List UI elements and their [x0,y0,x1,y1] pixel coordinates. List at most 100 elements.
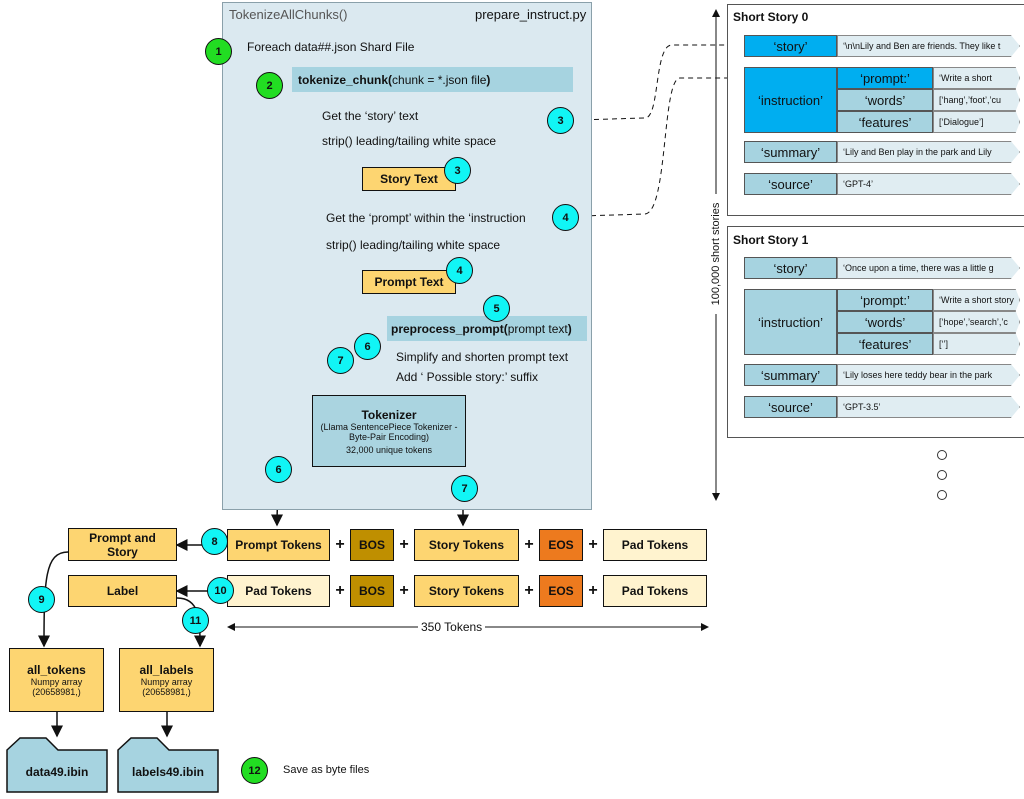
row1-story-tokens: Story Tokens [414,529,519,561]
story-0-features-value: [‘Dialogue’] [933,111,1020,133]
story-1-story-key: ‘story’ [744,257,837,279]
story-0-instruction-key: ‘instruction’ [744,67,837,133]
plus-sign: + [524,536,534,553]
story-1-summary-key: ‘summary’ [744,364,837,386]
plus-sign: + [399,536,409,553]
step-badge-11: 11 [182,607,209,634]
get-story-text: Get the ‘story’ text [322,109,419,123]
story-1-words-value: [‘hope’,’search’,’c [933,311,1020,333]
step-badge-6: 6 [354,333,381,360]
data-file-name: data49.ibin [25,764,89,779]
all-labels-type: Numpy array [140,677,193,687]
story-0-source-key: ‘source’ [744,173,837,195]
token-span-label: 350 Tokens [418,620,486,634]
prompt-and-story-box: Prompt and Story [68,528,177,561]
foreach-text: Foreach data##.json Shard File [247,40,415,54]
all-tokens-shape: (20658981,) [32,687,81,697]
all-tokens-title: all_tokens [27,663,86,677]
all-tokens-type: Numpy array [30,677,83,687]
tokenizer-line3: 32,000 unique tokens [345,444,433,455]
tokenizer-line1: (Llama SentencePiece Tokenizer - [320,421,458,432]
data-file-icon [6,737,108,793]
step-badge-1: 1 [205,38,232,65]
row2-bos: BOS [350,575,394,607]
step-badge-7: 7 [327,347,354,374]
story-1-features-key: ‘features’ [837,333,933,355]
tokenizer-title: Tokenizer [361,407,417,422]
step-badge-10: 10 [207,577,234,604]
row1-eos: EOS [539,529,583,561]
prompt-and-story-line1: Prompt and [89,530,156,545]
all-labels-shape: (20658981,) [142,687,191,697]
plus-sign: + [399,582,409,599]
story-1-source-value: ‘GPT-3.5’ [837,396,1020,418]
row1-bos: BOS [350,529,394,561]
story-0-words-key: ‘words’ [837,89,933,111]
tokenize-chunk-name: tokenize_chunk( [298,72,393,87]
tokenize-chunk-bar: tokenize_chunk(chunk = *.json file) [292,67,573,92]
step-badge-3: 3 [547,107,574,134]
step-badge-5: 5 [483,295,510,322]
step-badge-2: 2 [256,72,283,99]
step-badge-4b: 4 [446,257,473,284]
preprocess-name: preprocess_prompt( [391,321,508,336]
story-1-title: Short Story 1 [733,233,809,247]
story-1-summary-value: ‘Lily loses here teddy bear in the park [837,364,1020,386]
all-labels-title: all_labels [139,663,194,677]
step-badge-9: 9 [28,586,55,613]
all-labels-box: all_labels Numpy array (20658981,) [119,648,214,712]
story-0-words-value: [‘hang’,’foot’,’cu [933,89,1020,111]
story-1-words-key: ‘words’ [837,311,933,333]
suffix-text: Add ‘ Possible story:’ suffix [396,370,539,384]
story-text-box: Story Text [362,167,456,191]
story-1-prompt-value: ‘Write a short story [933,289,1020,311]
story-1-story-value: ‘Once upon a time, there was a little g [837,257,1020,279]
row1-pad-tokens: Pad Tokens [603,529,707,561]
step-badge-3b: 3 [444,157,471,184]
story-0-summary-key: ‘summary’ [744,141,837,163]
simplify-text: Simplify and shorten prompt text [396,350,569,364]
preprocess-prompt-bar: preprocess_prompt(prompt text) [387,316,587,341]
step-badge-12: 12 [241,757,268,784]
plus-sign: + [588,582,598,599]
row2-pad-tokens: Pad Tokens [227,575,330,607]
save-note: Save as byte files [283,764,370,776]
story-1-features-value: [‘’] [933,333,1020,355]
plus-sign: + [335,582,345,599]
row2-story-tokens: Story Tokens [414,575,519,607]
preprocess-close: ) [567,321,572,336]
story-0-story-key: ‘story’ [744,35,837,57]
story-1-source-key: ‘source’ [744,396,837,418]
tokenize-chunk-close: ) [486,72,491,87]
tokenizer-box: Tokenizer (Llama SentencePiece Tokenizer… [312,395,466,467]
story-count-label: 100,000 short stories [710,194,722,314]
story-0-prompt-value: ‘Write a short [933,67,1020,89]
strip-story-text: strip() leading/tailing white space [322,134,497,148]
prompt-and-story-line2: Story [107,544,138,559]
label-box: Label [68,575,177,607]
plus-sign: + [588,536,598,553]
row1-prompt-tokens: Prompt Tokens [227,529,330,561]
story-0-story-value: ‘\n\nLily and Ben are friends. They like… [837,35,1020,57]
function-title: TokenizeAllChunks() [229,7,348,22]
step-badge-6b: 6 [265,456,292,483]
continuation-dot [937,450,947,460]
story-1-prompt-key: ‘prompt:’ [837,289,933,311]
continuation-dot [937,470,947,480]
plus-sign: + [335,536,345,553]
row2-pad-tokens-end: Pad Tokens [603,575,707,607]
story-0-features-key: ‘features’ [837,111,933,133]
story-0-prompt-key: ‘prompt:’ [837,67,933,89]
row2-eos: EOS [539,575,583,607]
tokenize-chunk-args: chunk = *.json file [392,72,487,87]
labels-file-icon [117,737,219,793]
step-badge-8: 8 [201,528,228,555]
continuation-dot [937,490,947,500]
story-0-source-value: ‘GPT-4’ [837,173,1020,195]
story-0-title: Short Story 0 [733,10,809,24]
step-badge-4: 4 [552,204,579,231]
story-1-instruction-key: ‘instruction’ [744,289,837,355]
preprocess-args: prompt text [507,321,568,336]
all-tokens-box: all_tokens Numpy array (20658981,) [9,648,104,712]
file-name: prepare_instruct.py [475,7,587,22]
